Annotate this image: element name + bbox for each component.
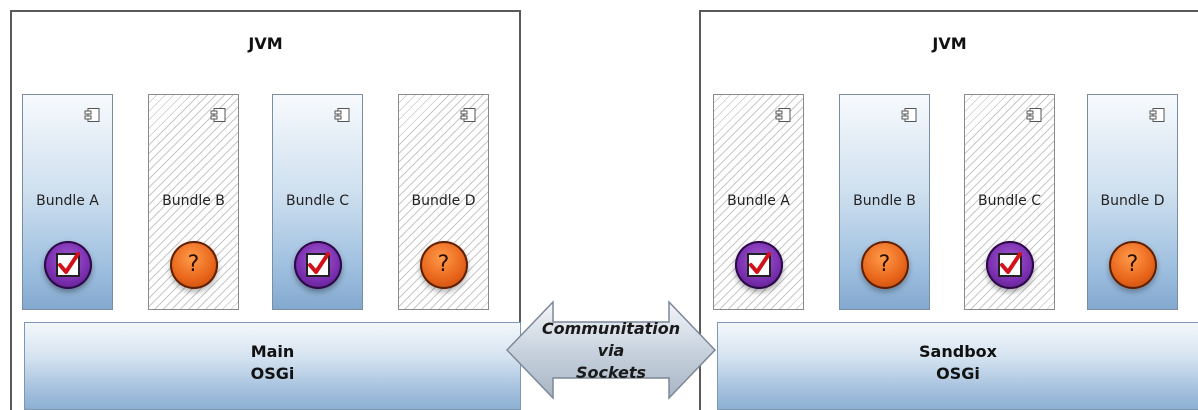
bundle-label: Bundle D: [1100, 193, 1165, 209]
question-mark-icon: ?: [169, 241, 218, 289]
component-icon: [901, 107, 917, 123]
connector-line: Sockets: [575, 363, 647, 382]
double-arrow-icon: [505, 300, 717, 400]
osgi-label: OSGi: [936, 364, 980, 383]
bundle-label: Bundle D: [411, 193, 476, 209]
bundle-d-main: Bundle D ?: [398, 94, 489, 310]
bundle-c-sandbox: Bundle C: [964, 94, 1055, 310]
component-icon: [210, 107, 226, 123]
bundle-label: Bundle A: [727, 193, 790, 209]
component-icon: [334, 107, 350, 123]
component-icon: [1026, 107, 1042, 123]
jvm-title: JVM: [932, 34, 967, 53]
bundle-label: Bundle C: [286, 193, 349, 209]
bundle-d-sandbox: Bundle D ?: [1087, 94, 1178, 310]
connector-label: Communitation via Sockets: [515, 318, 707, 384]
bundle-b-sandbox: Bundle B ?: [839, 94, 930, 310]
checkbox-check-icon: [43, 241, 92, 289]
jvm-title: JVM: [248, 34, 283, 53]
bundle-a-sandbox: Bundle A: [713, 94, 804, 310]
bundle-a-main: Bundle A: [22, 94, 113, 310]
component-icon: [775, 107, 791, 123]
bundle-label: Bundle C: [978, 193, 1041, 209]
connector-line: Communitation: [541, 319, 681, 338]
component-icon: [1149, 107, 1165, 123]
question-mark-icon: ?: [1108, 241, 1157, 289]
bundle-label: Bundle A: [36, 193, 99, 209]
question-mark-icon: ?: [860, 241, 909, 289]
checkbox-check-icon: [734, 241, 783, 289]
osgi-name: Main: [250, 342, 295, 361]
checkbox-check-icon: [985, 241, 1034, 289]
jvm-container-main: JVM Bundle A Bundle B ? Bundle C Bundle …: [10, 10, 521, 410]
bundle-label: Bundle B: [162, 193, 225, 209]
checkbox-check-icon: [293, 241, 342, 289]
bundle-label: Bundle B: [853, 193, 916, 209]
component-icon: [460, 107, 476, 123]
question-mark-icon: ?: [419, 241, 468, 289]
component-icon: [84, 107, 100, 123]
osgi-framework-sandbox: Sandbox OSGi: [717, 322, 1198, 410]
osgi-framework-main: Main OSGi: [24, 322, 521, 410]
bundle-b-main: Bundle B ?: [148, 94, 239, 310]
connector-line: via: [597, 341, 625, 360]
bundle-c-main: Bundle C: [272, 94, 363, 310]
osgi-name: Sandbox: [919, 342, 997, 361]
osgi-label: OSGi: [250, 364, 295, 383]
jvm-container-sandbox: JVM Bundle A Bundle B ? Bundle C Bundle …: [699, 10, 1198, 410]
